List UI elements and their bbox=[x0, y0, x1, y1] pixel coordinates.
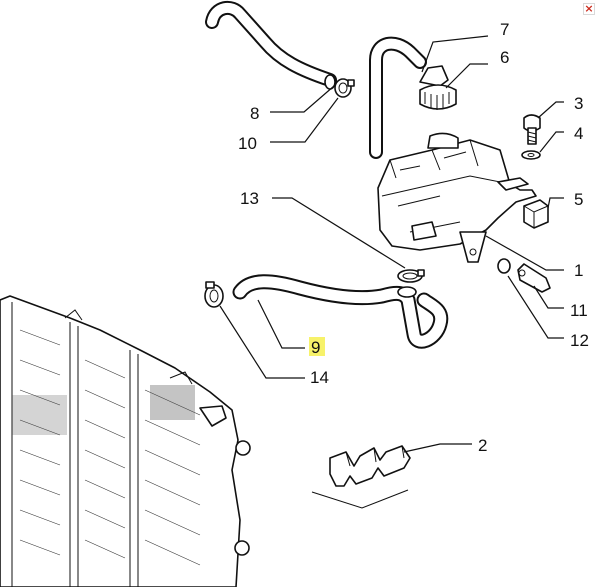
label-5: 5 bbox=[574, 190, 583, 209]
radiator-drawing bbox=[0, 295, 251, 587]
clamp-10 bbox=[334, 78, 355, 98]
bolt-3 bbox=[523, 114, 541, 145]
label-9: 9 bbox=[311, 338, 320, 357]
label-9-highlight bbox=[309, 337, 325, 356]
bracket-2 bbox=[311, 445, 411, 509]
label-14: 14 bbox=[310, 368, 329, 387]
clamp-14 bbox=[204, 281, 224, 308]
pressure-cap-6 bbox=[419, 65, 457, 110]
clamp-13 bbox=[397, 269, 425, 283]
label-4: 4 bbox=[574, 124, 583, 143]
label-11: 11 bbox=[570, 301, 588, 320]
label-3: 3 bbox=[574, 94, 583, 113]
callout-labels: 7 6 8 10 3 4 13 5 1 11 12 9 14 2 bbox=[238, 20, 589, 455]
hose-7 bbox=[369, 36, 427, 159]
leader-lines bbox=[219, 35, 564, 453]
label-12: 12 bbox=[570, 331, 589, 350]
label-10: 10 bbox=[238, 134, 257, 153]
mount-5 bbox=[523, 199, 549, 229]
hose-9 bbox=[232, 274, 449, 349]
label-7: 7 bbox=[500, 20, 509, 39]
washer-4 bbox=[521, 150, 541, 160]
label-6: 6 bbox=[500, 48, 509, 67]
label-8: 8 bbox=[250, 104, 259, 123]
bolt-11 bbox=[497, 258, 551, 293]
hose-8 bbox=[205, 0, 337, 90]
expansion-tank-1 bbox=[377, 132, 537, 263]
label-13: 13 bbox=[240, 189, 259, 208]
label-1: 1 bbox=[574, 261, 583, 280]
label-2: 2 bbox=[478, 436, 487, 455]
close-icon[interactable]: × bbox=[583, 2, 595, 15]
